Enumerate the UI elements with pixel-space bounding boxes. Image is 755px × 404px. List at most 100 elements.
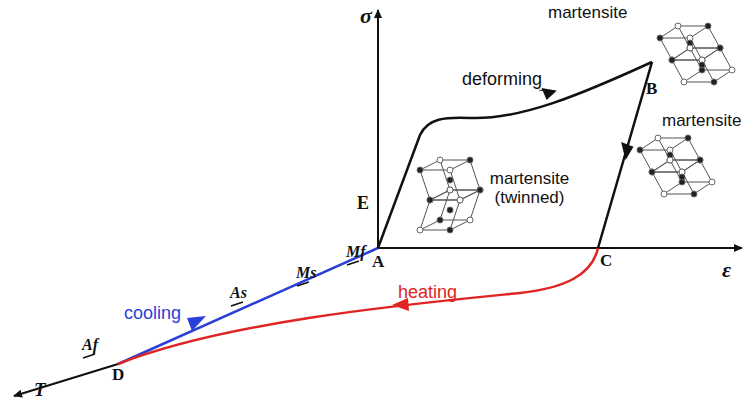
lattice-atom bbox=[681, 79, 687, 85]
lattice-bond bbox=[660, 38, 690, 39]
lattice-bond bbox=[658, 138, 688, 139]
axis-label: σ bbox=[360, 4, 372, 28]
lattice-bond bbox=[450, 190, 480, 191]
lattice-bond bbox=[678, 26, 708, 27]
cooling-arrowhead bbox=[187, 316, 206, 331]
lattice-atom bbox=[649, 169, 655, 175]
axis-label: ε bbox=[722, 258, 731, 282]
lattice-atom bbox=[667, 157, 673, 163]
lattice-bond bbox=[684, 82, 714, 83]
temperature-axis bbox=[14, 364, 118, 396]
lattice-atom bbox=[437, 157, 443, 163]
lattice-atom bbox=[467, 217, 473, 223]
cooling-path bbox=[118, 248, 378, 364]
lattice-bond bbox=[700, 160, 712, 182]
lattice-bond bbox=[652, 172, 682, 173]
lattice-atom bbox=[697, 157, 703, 163]
lattice-bond bbox=[702, 70, 732, 71]
lattice-atom bbox=[655, 135, 661, 141]
lattice-atom bbox=[687, 45, 693, 51]
lattice-bond bbox=[450, 170, 460, 200]
unloading-arrowhead bbox=[619, 142, 634, 161]
point-label: A bbox=[372, 253, 384, 272]
lattice-bond bbox=[640, 150, 670, 151]
lattice-bond bbox=[670, 160, 700, 161]
point-label: D bbox=[112, 366, 124, 385]
lattice-atom bbox=[477, 187, 483, 193]
lattice-atom bbox=[427, 197, 433, 203]
lattice-bond bbox=[708, 26, 720, 48]
lattice-bond bbox=[440, 160, 450, 190]
lattice-atom bbox=[667, 157, 673, 163]
lattice-atom bbox=[417, 227, 423, 233]
lattice-bond bbox=[664, 194, 694, 195]
temperature-label: Mf bbox=[346, 243, 366, 261]
lattice-bond bbox=[440, 160, 470, 161]
lattice-bond bbox=[420, 170, 430, 200]
lattice-atom bbox=[447, 167, 453, 173]
heating-path bbox=[118, 248, 598, 364]
lattice-atom bbox=[649, 169, 655, 175]
lattice-atom bbox=[685, 135, 691, 141]
lattice-atom bbox=[705, 23, 711, 29]
lattice-atom bbox=[679, 174, 685, 180]
point-label: B bbox=[646, 80, 657, 99]
lattice-bond bbox=[720, 48, 732, 70]
temperature-label: Af bbox=[82, 336, 98, 354]
temperature-tick bbox=[347, 261, 359, 265]
lattice-bond bbox=[470, 160, 480, 190]
lattice-atom bbox=[675, 23, 681, 29]
lattice-atom bbox=[699, 62, 705, 68]
lattice-atom bbox=[457, 197, 463, 203]
lattice-bond bbox=[670, 160, 700, 161]
lattice-bond bbox=[652, 172, 682, 173]
lattice-bond bbox=[420, 170, 450, 171]
lattice-atom bbox=[687, 45, 693, 51]
phase-label: martensite (twinned) bbox=[482, 170, 577, 207]
lattice-atom bbox=[447, 187, 453, 193]
phase-label: martensite bbox=[548, 4, 627, 23]
lattice-atom bbox=[669, 57, 675, 63]
lattice-atom bbox=[417, 167, 423, 173]
lattice-atom bbox=[691, 191, 697, 197]
strain-axis bbox=[378, 247, 742, 249]
temperature-tick bbox=[231, 302, 243, 306]
lattice-bond bbox=[672, 60, 684, 82]
lattice-atom bbox=[447, 227, 453, 233]
stress-axis bbox=[377, 10, 379, 248]
lattice-bond bbox=[420, 230, 450, 231]
lattice-atom bbox=[447, 177, 453, 183]
phase-label: martensite bbox=[662, 112, 741, 131]
lattice-bond bbox=[672, 60, 702, 61]
lattice-bond bbox=[688, 138, 700, 160]
lattice-atom bbox=[477, 187, 483, 193]
lattice-bond bbox=[440, 190, 450, 220]
lattice-atom bbox=[447, 207, 453, 213]
temperature-tick bbox=[297, 282, 309, 286]
lattice-bond bbox=[450, 190, 480, 191]
process-label: cooling bbox=[124, 304, 181, 324]
temperature-label: As bbox=[230, 284, 247, 302]
lattice-atom bbox=[637, 147, 643, 153]
lattice-atom bbox=[717, 45, 723, 51]
lattice-bond bbox=[672, 60, 702, 61]
temperature-label: Ms bbox=[296, 264, 316, 282]
lattice-atom bbox=[427, 197, 433, 203]
lattice-bond bbox=[690, 48, 720, 49]
lattice-atom bbox=[669, 57, 675, 63]
lattice-bond bbox=[430, 200, 460, 201]
loading-curve bbox=[378, 62, 652, 248]
lattice-atom bbox=[657, 35, 663, 41]
lattice-atom bbox=[457, 197, 463, 203]
lattice-bond bbox=[652, 172, 664, 194]
lattice-bond bbox=[440, 220, 470, 221]
lattice-atom bbox=[661, 191, 667, 197]
lattice-bond bbox=[640, 150, 652, 172]
lattice-bond bbox=[682, 182, 712, 183]
lattice-bond bbox=[690, 48, 720, 49]
lattice-atom bbox=[697, 157, 703, 163]
lattice-atom bbox=[729, 67, 735, 73]
point-label: E bbox=[357, 194, 369, 214]
